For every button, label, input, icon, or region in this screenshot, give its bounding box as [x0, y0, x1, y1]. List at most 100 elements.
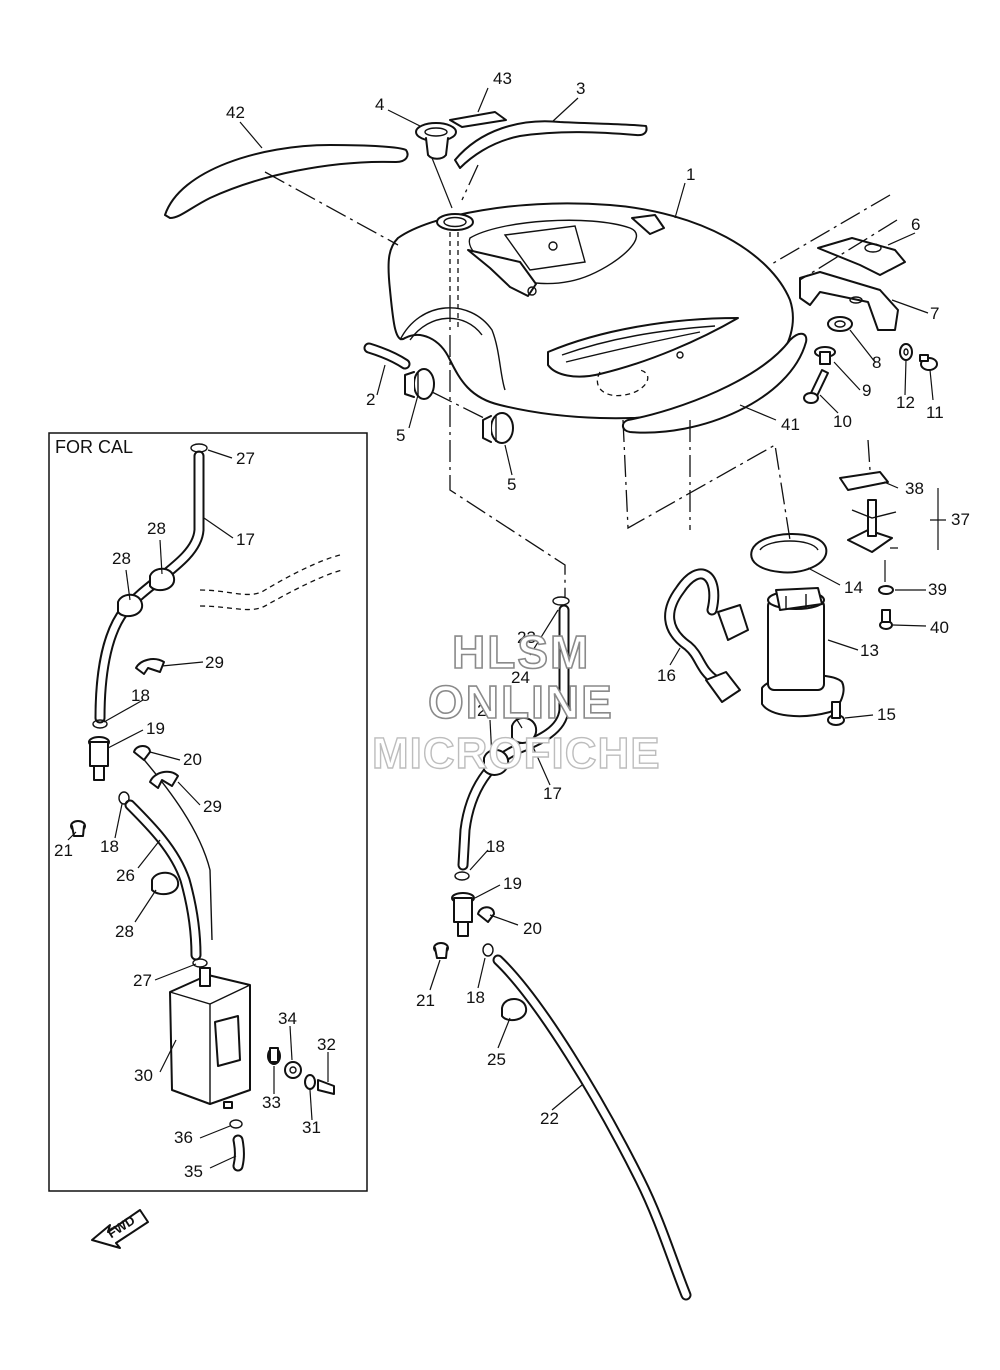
bracket-7 — [799, 271, 899, 331]
callout-43: 43 — [493, 69, 512, 88]
washer-31 — [304, 1074, 316, 1090]
clip-20-main — [477, 906, 495, 923]
callout-35: 35 — [184, 1162, 203, 1181]
callout-6: 6 — [911, 215, 920, 234]
callout-27b: 27 — [133, 971, 152, 990]
washer-39 — [878, 585, 894, 595]
callout-17-inset: 17 — [236, 530, 255, 549]
canister-30 — [169, 967, 251, 1109]
cap-21-main — [433, 942, 449, 959]
callout-36: 36 — [174, 1128, 193, 1147]
cap-21-inset — [70, 820, 86, 837]
watermark: HLSM ONLINE MICROFICHE — [371, 625, 660, 779]
grommet-34 — [284, 1061, 302, 1079]
callout-numbers: 1 2 3 4 5 5 6 7 8 9 10 11 12 13 14 15 16… — [54, 69, 970, 1181]
callout-27a: 27 — [236, 449, 255, 468]
callout-3: 3 — [576, 79, 585, 98]
grommet-8 — [827, 316, 853, 332]
callout-34: 34 — [278, 1009, 297, 1028]
callout-30: 30 — [134, 1066, 153, 1085]
clip-18-main-b — [482, 943, 494, 957]
clip-36 — [229, 1119, 243, 1129]
callout-26: 26 — [116, 866, 135, 885]
watermark-line2: ONLINE — [428, 676, 614, 728]
callout-41: 41 — [781, 415, 800, 434]
callout-5b: 5 — [507, 475, 516, 494]
clip-27-bottom — [192, 958, 208, 968]
callout-16: 16 — [657, 666, 676, 685]
callout-12: 12 — [896, 393, 915, 412]
clip-27-top — [190, 443, 208, 453]
bolt-11 — [919, 354, 938, 371]
sender-assembly-37 — [839, 471, 897, 553]
valve-19-main — [451, 892, 475, 937]
decal-43 — [449, 111, 507, 128]
callout-15: 15 — [877, 705, 896, 724]
callout-8: 8 — [872, 353, 881, 372]
clip-18-main-a — [454, 871, 470, 881]
gasket-14 — [750, 532, 828, 574]
callout-18b: 18 — [466, 988, 485, 1007]
callout-21: 21 — [416, 991, 435, 1010]
valve-19-inset — [88, 736, 110, 781]
clip-18-inset-a — [92, 719, 108, 729]
callout-31: 31 — [302, 1118, 321, 1137]
clamp-24a — [511, 717, 538, 744]
callout-5a: 5 — [396, 426, 405, 445]
clip-18-inset-b — [118, 791, 130, 805]
damper-5b — [482, 412, 514, 444]
fuel-pump — [761, 587, 845, 718]
collar-9 — [814, 346, 836, 365]
callout-18a: 18 — [486, 837, 505, 856]
callout-29b: 29 — [203, 797, 222, 816]
callout-18-inset-b: 18 — [100, 837, 119, 856]
clip-23 — [552, 596, 570, 606]
callout-40: 40 — [930, 618, 949, 637]
callout-4: 4 — [375, 95, 384, 114]
callout-28a: 28 — [147, 519, 166, 538]
trim-rail-41 — [622, 332, 808, 434]
clamp-28b — [117, 593, 144, 618]
pump-harness-16 — [664, 568, 749, 703]
callout-32: 32 — [317, 1035, 336, 1054]
bolt-32 — [317, 1079, 335, 1095]
callout-23: 23 — [517, 628, 536, 647]
callout-20-inset: 20 — [183, 750, 202, 769]
callout-11: 11 — [926, 403, 944, 422]
collar-33 — [267, 1047, 281, 1065]
callout-37: 37 — [951, 510, 970, 529]
washer-12 — [899, 343, 913, 361]
callout-24b: 24 — [477, 701, 496, 720]
callout-18-inset-a: 18 — [131, 686, 150, 705]
bracket-6 — [817, 237, 906, 276]
fuel-tank — [387, 202, 794, 420]
clamp-25 — [501, 998, 528, 1022]
clamp-24b — [483, 749, 510, 776]
bolt-15 — [827, 701, 845, 726]
clip-20-inset — [133, 745, 151, 761]
callout-22: 22 — [540, 1109, 559, 1128]
callout-33: 33 — [262, 1093, 281, 1112]
callout-28b: 28 — [112, 549, 131, 568]
for-cal-inset: FOR CAL — [48, 432, 368, 1192]
callout-2: 2 — [366, 390, 375, 409]
callout-38: 38 — [905, 479, 924, 498]
clamp-28a — [149, 567, 176, 592]
bolt-40 — [879, 609, 893, 630]
callout-39: 39 — [928, 580, 947, 599]
callout-1: 1 — [686, 165, 695, 184]
callout-14: 14 — [844, 578, 863, 597]
callout-42: 42 — [226, 103, 245, 122]
callout-leaders — [67, 87, 946, 1169]
callout-24a: 24 — [511, 668, 530, 687]
clip-29a — [135, 658, 165, 675]
callout-10: 10 — [833, 412, 852, 431]
vent-hose-17 — [457, 604, 570, 871]
fuel-cap — [415, 122, 457, 160]
callout-19-inset: 19 — [146, 719, 165, 738]
hose-22 — [492, 954, 692, 1301]
callout-7: 7 — [930, 304, 939, 323]
callout-17: 17 — [543, 784, 562, 803]
clamp-28c — [151, 871, 180, 896]
